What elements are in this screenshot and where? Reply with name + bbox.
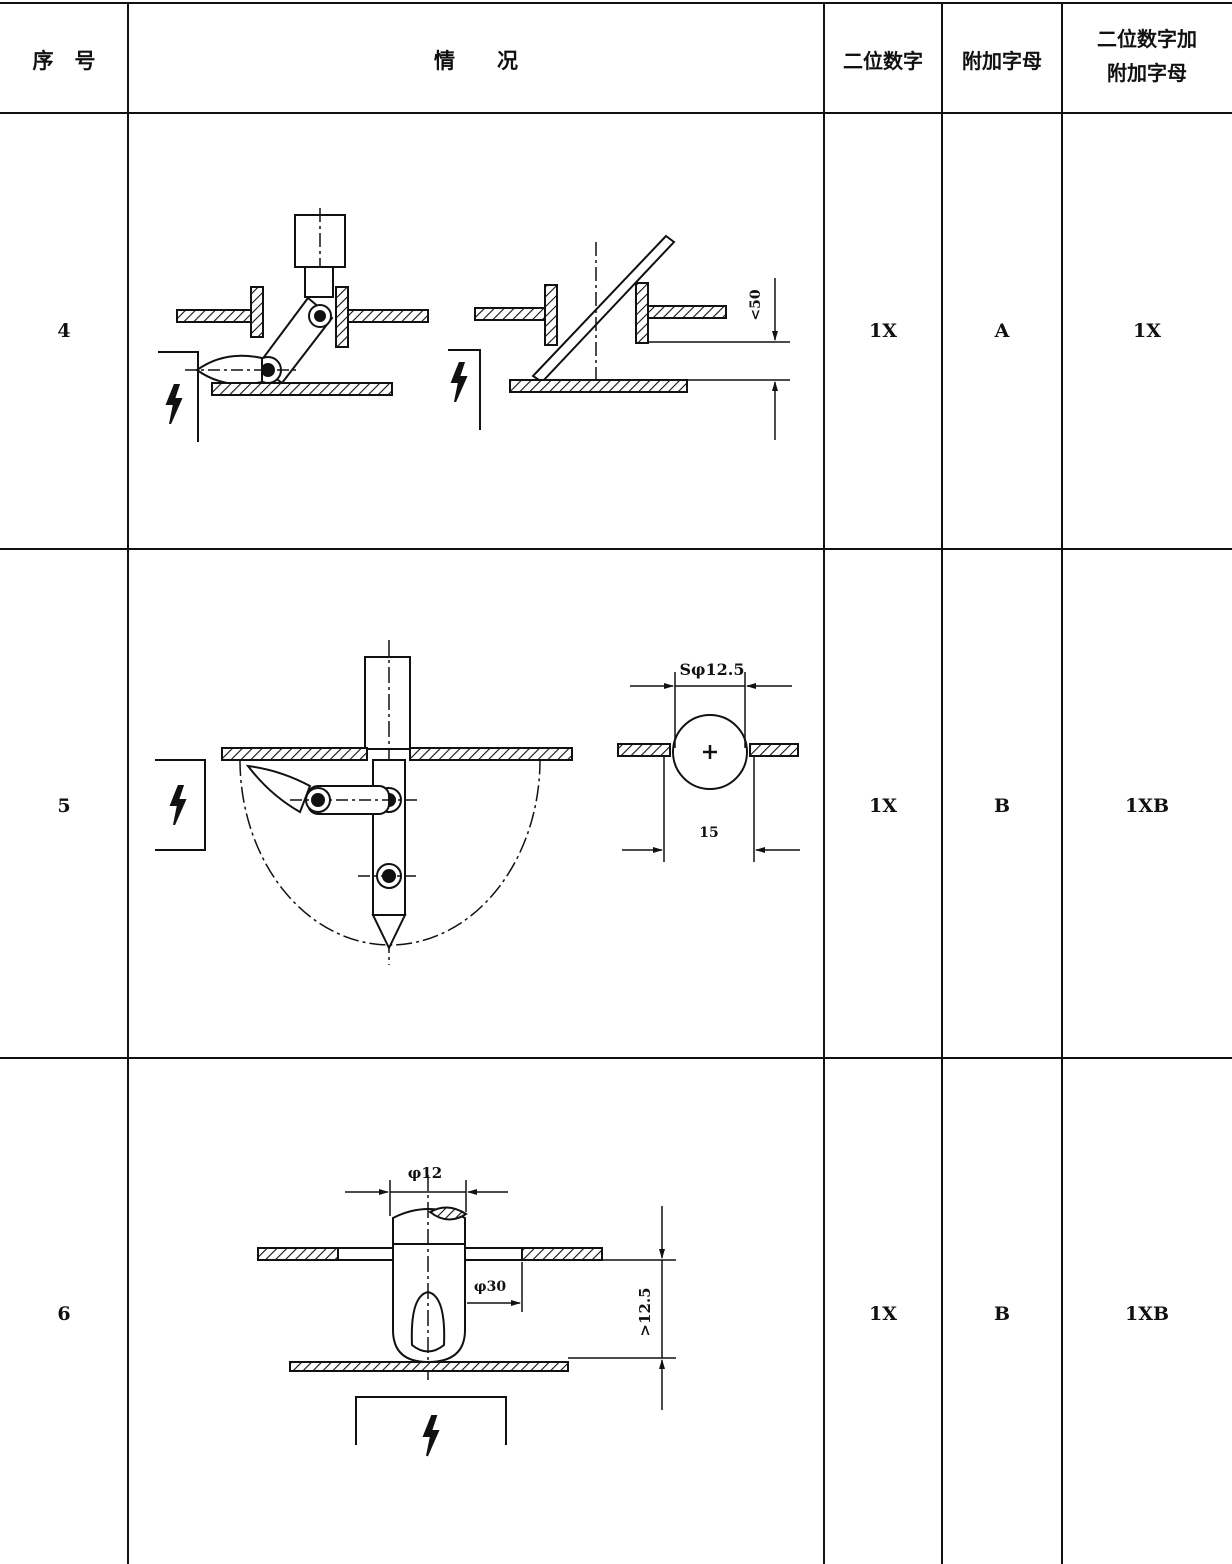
header-combined-line1: 二位数字加 [1097, 27, 1197, 51]
header-situation: 情 况 [434, 48, 518, 73]
row-6-letter: B [993, 1303, 1011, 1325]
row-5-combined: 1XB [1124, 795, 1170, 817]
row-6-no: 6 [57, 1303, 71, 1325]
row-5-sphere-label: Sφ12.5 [680, 660, 745, 679]
row-5-letter: B [993, 795, 1011, 817]
row-4-letter: A [994, 320, 1010, 342]
row-5-drawing [155, 640, 800, 965]
row-6-depth-label: >12.5 [636, 1287, 654, 1336]
header-combined: 二位数字加 附加字母 [1062, 22, 1232, 90]
row-4-combined: 1X [1133, 320, 1161, 342]
header-letter: 附加字母 [962, 49, 1042, 73]
row-6-diameter-small-label: φ12 [408, 1164, 442, 1182]
row-5-width-label: 15 [699, 825, 718, 841]
row-6-diameter-large-label: φ30 [474, 1279, 506, 1295]
row-6-drawing [258, 1175, 676, 1458]
row-5-two-digit: 1X [869, 795, 897, 817]
header-two-digit: 二位数字 [843, 49, 923, 73]
row-6-combined: 1XB [1124, 1303, 1170, 1325]
row-4-two-digit: 1X [869, 320, 897, 342]
row-6-two-digit: 1X [869, 1303, 897, 1325]
row-4-no: 4 [57, 320, 71, 342]
row-4-gap-label: <50 [748, 289, 764, 320]
header-no: 序 号 [32, 48, 96, 73]
header-combined-line2: 附加字母 [1107, 61, 1187, 85]
row-5-no: 5 [57, 795, 71, 817]
row-4-drawing [158, 208, 790, 442]
